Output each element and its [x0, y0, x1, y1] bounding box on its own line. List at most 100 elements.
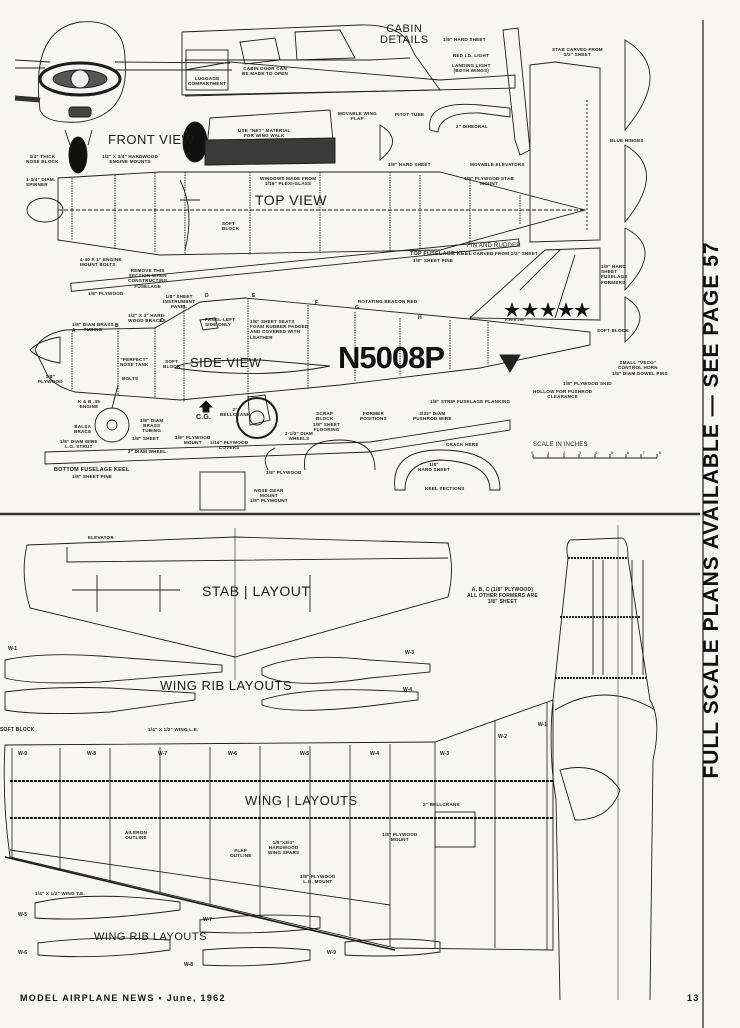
callout: BLUE HINGES [610, 138, 644, 143]
scale-title: SCALE IN INCHES [533, 442, 588, 448]
callout: MOVABLE ELEVATORS [470, 162, 525, 167]
callout: 1/8" HARD SHEET [418, 462, 450, 473]
callout: SOFT BLOCK [222, 221, 240, 232]
wing-ribs-bottom-drawing [34, 895, 441, 967]
callout: SOFT BLOCK [163, 359, 181, 370]
callout: 1/8" PLYWOOD STAB MOUNT [464, 176, 514, 187]
callout: MOVABLE WING FLAP [338, 111, 377, 122]
callout: BOTTOM FUSELAGE KEEL [54, 467, 130, 473]
former-letter: F [315, 300, 319, 306]
former-letter: D [205, 293, 209, 299]
scale-tick: 3 [578, 450, 582, 455]
callout: 1/8" PLYWOOD SKID [563, 381, 612, 386]
callout: 2" DIAM WHEEL [128, 449, 167, 454]
tail-text: PIPER 260 [505, 318, 525, 322]
callout: FORMER POSITIONS [360, 411, 387, 422]
scale-tick: 8 [658, 450, 661, 455]
callout: 1/8" PLYWOOD MOUNT [175, 435, 211, 446]
rib-label: W-5 [18, 912, 28, 918]
callout: 2" DIHEDRAL [456, 124, 488, 129]
callout: 1/8" PLYWOOD [88, 291, 124, 296]
callout: 1/4" X 1/2" WING L.E. [148, 727, 199, 732]
callout: 1/8" SHEET PINE [413, 258, 454, 263]
callout: 1/8" SHEET INSTRUMENT PANEL [163, 294, 196, 310]
callout: ELEVATOR [88, 535, 114, 540]
callout: TOP FUSELAGE KEEL [410, 251, 473, 257]
callout: A, B, C (1/8" PLYWOOD) ALL OTHER FORMERS… [467, 587, 538, 605]
rib-label: W-4 [403, 687, 413, 693]
page-number: 13 [687, 993, 700, 1003]
callout: PANEL-LEFT SIDE ONLY [205, 317, 236, 328]
wing-rib-layouts-title: WING RIB LAYOUTS [160, 678, 292, 693]
callout: FLAP OUTLINE [230, 848, 252, 859]
side-view-title: SIDE VIEW [190, 355, 262, 370]
callout: WINDOWS MADE FROM 1/16" PLEXI-GLASS [260, 176, 317, 187]
plans-available-banner: FULL SCALE PLANS AVAILABLE — SEE PAGE 57 [700, 241, 723, 779]
scale-tick: 7 [642, 450, 646, 455]
callout: PITOT TUBE [395, 112, 425, 117]
callout: 1/8" SHEET SEATS FOAM RUBBER PADDED AND … [250, 319, 309, 340]
callout: 1/8" SHEET PINE [72, 474, 113, 479]
callout: 3/4" THICK NOSE BLOCK [26, 154, 59, 165]
rib-label: W-9 [18, 751, 28, 757]
front-view-drawing [14, 21, 232, 174]
registration-number: N5008P [338, 340, 445, 375]
wing-layouts-title: WING | LAYOUTS [245, 793, 358, 808]
former-letter: G [355, 305, 359, 311]
callout: STAB CARVED FROM 1/2" SHEET [552, 47, 603, 58]
callout: 1/8" HARD SHEET [388, 162, 431, 167]
scale-tick: 0 [531, 450, 534, 455]
wing-rib-layouts-bottom-title: WING RIB LAYOUTS [94, 931, 207, 943]
callout: USE "NET" MATERIAL FOR WING WALK [238, 128, 291, 139]
callout: 1/8" DIAM DOWEL PINS [612, 371, 668, 376]
rib-label: W-1 [538, 722, 548, 728]
fuselage-plan-drawing [550, 525, 658, 1001]
callout: SOFT BLOCK [0, 727, 35, 733]
callout: 1/8" PLYWOOD [38, 374, 63, 385]
callout: 1/2" x 3" HARD- WOOD BRACES [128, 313, 166, 324]
callout: 1/2" x 3/4" HARDWOOD ENGINE MOUNTS [102, 154, 159, 165]
wing-layout-drawing [3, 699, 554, 951]
stab-layout-drawing [23, 528, 452, 680]
scale-tick: 1 [546, 450, 550, 455]
callout: RED I.D. LIGHT [453, 53, 489, 58]
callout: 1/8" DIAM BRASS TUBING [140, 418, 164, 434]
rib-label: W-1 [8, 646, 18, 652]
front-view-title: FRONT VIEW [108, 132, 195, 147]
scale-tick: 5 [610, 450, 614, 455]
callout: AILERON OUTLINE [125, 830, 148, 841]
former-letter: B [115, 323, 119, 329]
scale-tick: 2 [562, 450, 566, 455]
callout: BOLTS [122, 376, 139, 381]
callout: 1/8" STRIP FUSELAGE PLANKING [430, 399, 511, 404]
footer-magazine: MODEL AIRPLANE NEWS • June, 1962 [20, 993, 226, 1003]
wing-tip-details-drawing [379, 27, 531, 161]
rib-label: W-2 [498, 734, 508, 740]
cabin-details-drawing [181, 24, 516, 166]
callout: 1/8" SHEET [132, 436, 160, 441]
scale-bar [532, 454, 658, 459]
callout: 1/8" DIAM BRASS TUBING [72, 322, 114, 333]
callout: 1/8"X3/4" HARDWOOD WING SPARS [268, 840, 300, 856]
rib-label: W-6 [18, 950, 28, 956]
callout: 1/4" X 1/2" WING T.E. [35, 891, 85, 896]
callout: 2-1/2" DIAM WHEELS [285, 431, 313, 442]
callout: 2" BELLCRANK [423, 802, 460, 807]
tail-stars [504, 302, 590, 317]
top-view-fuselage-drawing [26, 171, 587, 256]
callout: ROTATING BEACON RED [358, 299, 418, 304]
fuselage-keels-drawing [44, 238, 520, 511]
cg-arrow-icon [198, 400, 214, 413]
callout: SCRAP BLOCK [316, 411, 334, 422]
callout: 1/8" PLYWOOD L.G. MOUNT [300, 874, 336, 885]
callout: CRACK HERE [446, 442, 479, 447]
former-letter: I [470, 316, 472, 322]
rib-label: W-6 [228, 751, 238, 757]
rib-label: W-3 [405, 650, 415, 656]
callout: 1/8" DIAM WIRE L.G. STRUT [60, 439, 98, 450]
former-letter: A [72, 328, 76, 334]
callout: 1/8" HARD SHEET FUSELAGE FORMERS [601, 264, 628, 285]
cg-label: C.G. [196, 414, 212, 421]
